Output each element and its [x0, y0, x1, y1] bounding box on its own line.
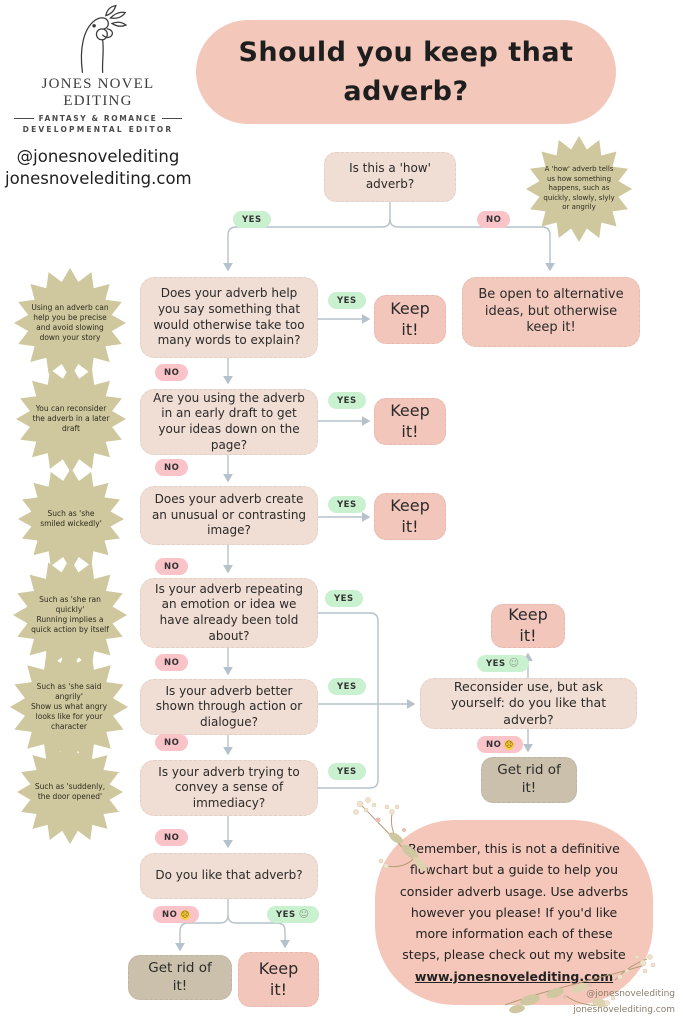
page-title: Should you keep that adverb?	[196, 20, 616, 124]
question-action-or-dialogue: Is your adverb better shown through acti…	[140, 679, 318, 735]
footer-note-text: Remember, this is not a definitive flowc…	[399, 841, 629, 963]
no-label: NO	[155, 654, 189, 671]
keep-it-box: Keep it!	[238, 952, 319, 1007]
yes-smiley-label: YES ☺	[477, 655, 529, 672]
no-label: NO	[155, 364, 189, 381]
be-open-box: Be open to alternative ideas, but otherw…	[462, 277, 640, 347]
floral-decoration-icon	[353, 797, 434, 876]
watermark-website: jonesnovelediting.com	[573, 1004, 675, 1015]
question-early-draft: Are you using the adverb in an early dra…	[140, 389, 318, 455]
smiley-face-icon: ☺	[508, 658, 520, 669]
floral-decoration-icon	[504, 954, 656, 1014]
keep-it-box: Keep it!	[491, 604, 565, 648]
note-later-draft-starburst: You can reconsider the adverb in a later…	[16, 365, 126, 473]
note-precise-starburst: Using an adverb can help you be precise …	[14, 268, 126, 378]
watermark-instagram: @jonesnovelediting	[586, 988, 675, 999]
brand-website: jonesnovelediting.com	[5, 169, 192, 189]
footer-note-bubble: Remember, this is not a definitive flowc…	[375, 820, 653, 1005]
keep-it-box: Keep it!	[374, 493, 446, 540]
sad-face-icon: ☹	[180, 909, 191, 920]
sad-face-icon: ☹	[504, 739, 515, 750]
yes-label: YES	[328, 292, 366, 309]
brand-name: JONES NOVEL EDITING	[41, 76, 155, 109]
get-rid-box: Get rid of it!	[481, 757, 577, 803]
yes-label: YES	[328, 496, 366, 513]
yes-smiley-label: YES ☺	[267, 906, 319, 923]
corner-watermark: @jonesnovelediting jonesnovelediting.com	[573, 986, 675, 1018]
start-question-box: Is this a 'how' adverb?	[324, 152, 456, 202]
tagline-rule-right	[162, 118, 183, 119]
no-sad-label: NO ☹	[477, 736, 524, 753]
no-label: NO	[155, 558, 189, 575]
keep-it-box: Keep it!	[374, 295, 446, 344]
no-label: NO	[155, 459, 189, 476]
brand-header: JONES NOVEL EDITING FANTASY & ROMANCE DE…	[5, 4, 192, 191]
note-suddenly-starburst: Such as 'suddenly, the door opened'	[17, 740, 123, 844]
smiley-face-icon: ☺	[298, 909, 310, 920]
get-rid-box: Get rid of it!	[128, 955, 232, 1000]
question-immediacy: Is your adverb trying to convey a sense …	[140, 760, 318, 816]
reconsider-box: Reconsider use, but ask yourself: do you…	[420, 678, 637, 729]
no-label: NO	[155, 734, 189, 751]
brand-instagram: @jonesnovelediting	[16, 147, 180, 166]
yes-label: YES	[325, 590, 363, 607]
question-too-many-words: Does your adverb help you say something …	[140, 277, 318, 358]
no-sad-label: NO ☹	[153, 906, 200, 923]
question-repeating-emotion: Is your adverb repeating an emotion or i…	[140, 578, 318, 648]
yes-label: YES	[233, 211, 271, 228]
tagline-rule-left	[13, 118, 34, 119]
question-like-adverb: Do you like that adverb?	[140, 853, 318, 899]
yes-label: YES	[328, 392, 366, 409]
keep-it-box: Keep it!	[374, 398, 446, 445]
brand-tagline-primary: FANTASY & ROMANCE	[5, 114, 191, 123]
no-label: NO	[155, 829, 189, 846]
question-contrasting-image: Does your adverb create an unusual or co…	[140, 486, 318, 545]
yes-label: YES	[328, 763, 366, 780]
website-link[interactable]: www.jonesnovelediting.com	[414, 968, 614, 984]
brand-tagline-secondary: DEVELOPMENTAL EDITOR	[22, 125, 174, 134]
how-adverb-note-starburst: A 'how' adverb tells us how something ha…	[526, 136, 632, 242]
brand-social-handles: @jonesnovelediting jonesnovelediting.com	[5, 146, 192, 191]
note-smiled-wickedly-starburst: Such as 'she smiled wickedly'	[18, 468, 124, 570]
yes-label: YES	[328, 678, 366, 695]
note-ran-quickly-starburst: Such as 'she ran quickly' Running implie…	[13, 558, 127, 672]
no-label: NO	[477, 211, 511, 228]
bird-logo-icon	[80, 4, 128, 74]
